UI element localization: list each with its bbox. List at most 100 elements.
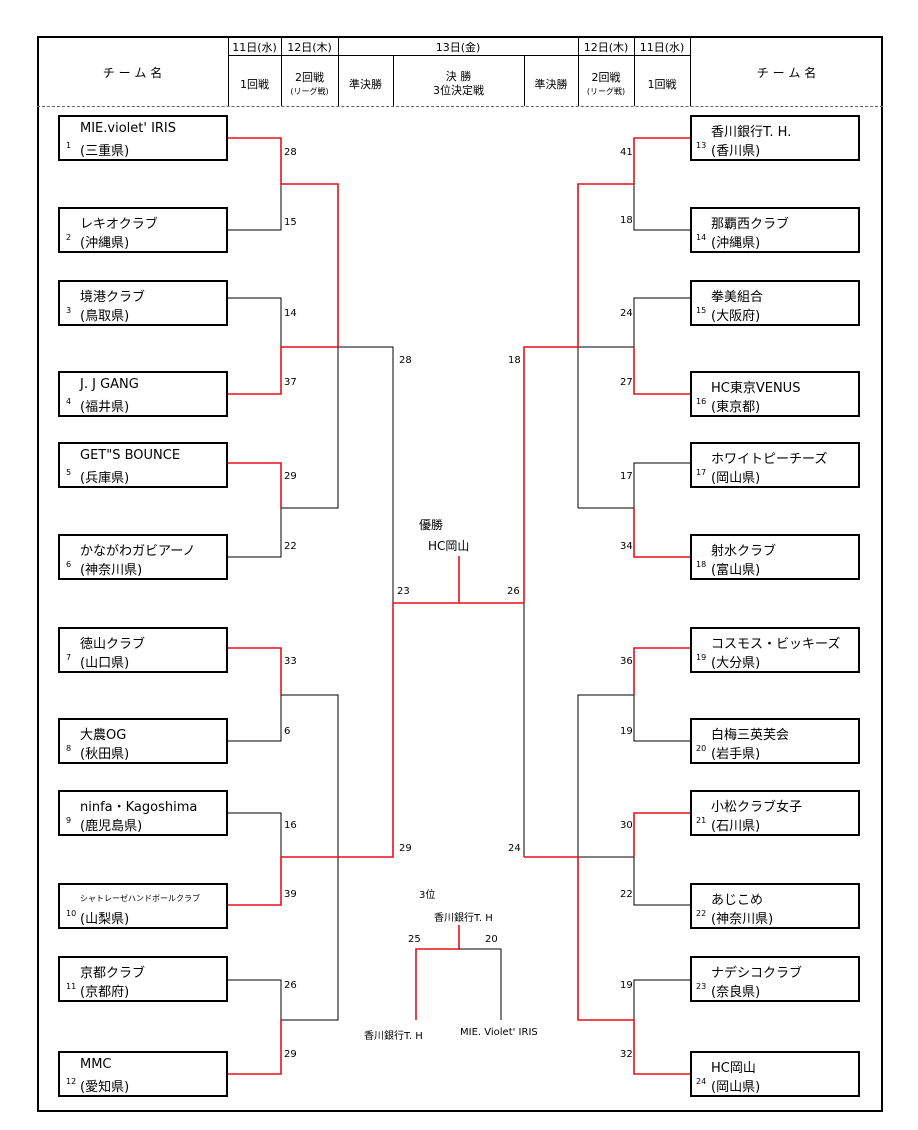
winner-line: [523, 137, 690, 603]
match-score: 6: [284, 726, 291, 737]
team-box: 14 那覇西クラブ (沖縄県): [690, 207, 860, 253]
header-col-line: [393, 55, 394, 106]
match-score: 41: [620, 147, 633, 158]
match-score: 36: [620, 656, 633, 667]
header-semifinal-left: 準決勝: [349, 78, 382, 91]
team-box: 1 MIE.violet' IRIS (三重県): [58, 115, 228, 161]
team-name: 徳山クラブ: [80, 637, 146, 652]
team-prefecture: (神奈川県): [80, 563, 143, 578]
team-box: 16 HC東京VENUS (東京都): [690, 371, 860, 417]
team-name: 香川銀行T. H.: [711, 125, 792, 140]
team-seed: 18: [696, 560, 707, 569]
bracket-line: [228, 184, 282, 231]
bracket-line: [633, 979, 690, 1020]
team-seed: 17: [696, 468, 707, 477]
third-place-winner-line: [415, 925, 460, 1020]
team-name: ナデシコクラブ: [711, 966, 803, 981]
match-score: 29: [284, 471, 297, 482]
header-col-line: [524, 55, 525, 106]
team-prefecture: (鳥取県): [80, 309, 130, 324]
match-score: 32: [620, 1049, 633, 1060]
team-prefecture: (岩手県): [711, 747, 761, 762]
team-box: 8 大農OG (秋田県): [58, 718, 228, 764]
team-prefecture: (神奈川県): [711, 912, 774, 927]
third-place-team: 香川銀行T. H: [364, 1031, 423, 1042]
team-prefecture: (三重県): [80, 144, 130, 159]
bracket-line: [281, 347, 339, 509]
team-name: 拳美組合: [711, 290, 764, 305]
winner-line: [633, 647, 690, 695]
header-col-line: [634, 36, 635, 106]
team-name: MMC: [80, 1057, 112, 1072]
team-box: 6 かながわガビアーノ (神奈川県): [58, 534, 228, 580]
match-score: 28: [284, 147, 297, 158]
header-day12-left: 12日(木): [287, 41, 332, 54]
team-seed: 12: [66, 1077, 77, 1086]
match-score: 24: [620, 308, 633, 319]
team-seed: 21: [696, 816, 707, 825]
semifinal-score: 24: [508, 843, 521, 854]
champion-label: 優勝: [419, 518, 444, 532]
team-seed: 4: [66, 397, 72, 406]
match-score: 37: [284, 377, 297, 388]
team-box: 13 香川銀行T. H. (香川県): [690, 115, 860, 161]
match-score: 22: [620, 889, 633, 900]
match-score: 34: [620, 541, 633, 552]
team-name: HC東京VENUS: [711, 381, 801, 396]
team-name: 境港クラブ: [80, 290, 146, 305]
winner-line: [228, 462, 282, 508]
bracket-line: [228, 979, 282, 1020]
match-score: 15: [284, 217, 297, 228]
team-seed: 19: [696, 653, 707, 662]
header-day12-right: 12日(木): [583, 41, 629, 54]
team-box: 9 ninfa・Kagoshima (鹿児島県): [58, 790, 228, 836]
third-place-label: 3位: [419, 890, 436, 901]
bracket-line: [228, 508, 282, 558]
team-seed: 13: [696, 141, 707, 150]
team-prefecture: (富山県): [711, 563, 761, 578]
team-box: 2 レキオクラブ (沖縄県): [58, 207, 228, 253]
match-score: 29: [284, 1049, 297, 1060]
semifinal-score: 29: [399, 843, 412, 854]
bracket-line: [338, 346, 394, 603]
third-place-winner: 香川銀行T. H: [434, 913, 493, 924]
final-score: 26: [507, 586, 520, 597]
team-box: 21 小松クラブ女子 (石川県): [690, 790, 860, 836]
team-box: 5 GET"S BOUNCE (兵庫県): [58, 442, 228, 488]
match-score: 22: [284, 541, 297, 552]
team-name: あじこめ: [711, 893, 764, 908]
bracket-line: [281, 857, 339, 1021]
match-score: 26: [284, 980, 297, 991]
final-score: 23: [397, 586, 410, 597]
team-box: 15 拳美組合 (大阪府): [690, 280, 860, 326]
header-semifinal-right: 準決勝: [534, 78, 568, 91]
team-box: 4 J. J GANG (福井県): [58, 371, 228, 417]
header-day11-left: 11日(水): [232, 41, 277, 54]
team-box: 3 境港クラブ (鳥取県): [58, 280, 228, 326]
bracket-line: [228, 695, 282, 742]
header-round2-sub-left: (リーグ戦): [290, 87, 329, 96]
header-col-line: [338, 36, 339, 106]
team-name: ninfa・Kagoshima: [80, 800, 198, 815]
team-prefecture: (鹿児島県): [80, 819, 143, 834]
team-prefecture: (東京都): [711, 400, 761, 415]
team-prefecture: (愛知県): [80, 1080, 130, 1095]
team-seed: 15: [696, 306, 707, 315]
team-prefecture: (山口県): [80, 656, 130, 671]
header-bottom-divider: [37, 106, 883, 107]
bracket-line: [577, 694, 634, 857]
header-round1-right: 1回戦: [647, 78, 677, 91]
team-seed: 23: [696, 982, 707, 991]
match-score: 18: [620, 215, 633, 226]
match-score: 39: [284, 889, 297, 900]
team-name: ホワイトピーチーズ: [711, 452, 828, 467]
team-prefecture: (山梨県): [80, 912, 130, 927]
bracket-line: [228, 812, 282, 857]
winner-line: [633, 347, 690, 395]
match-score: 30: [620, 820, 633, 831]
winner-line: [228, 647, 282, 695]
team-prefecture: (大阪府): [711, 309, 761, 324]
semifinal-score: 28: [399, 355, 412, 366]
team-prefecture: (大分県): [711, 656, 761, 671]
team-prefecture: (奈良県): [711, 985, 761, 1000]
